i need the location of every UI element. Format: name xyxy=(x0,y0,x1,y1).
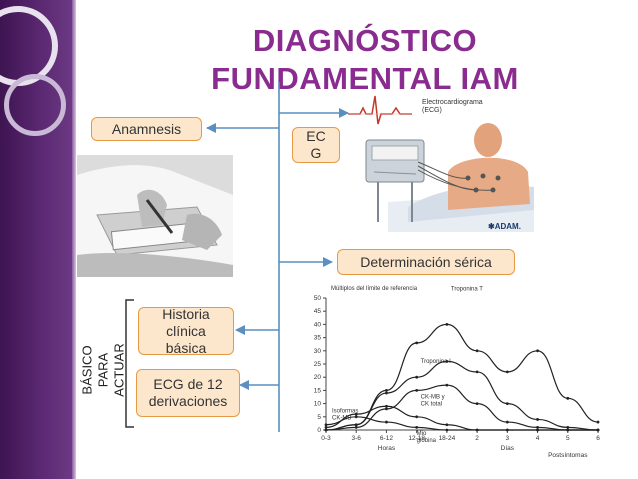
data-point xyxy=(566,396,570,400)
grouping-bracket xyxy=(125,299,134,428)
data-point xyxy=(475,370,479,374)
y-tick-label: 25 xyxy=(314,361,322,368)
data-point xyxy=(566,425,570,429)
data-point xyxy=(445,428,449,432)
series-line-0 xyxy=(325,323,599,431)
x-label-postsintomas: Postsíntomas xyxy=(548,452,588,459)
y-tick-label: 35 xyxy=(314,335,322,342)
data-point xyxy=(566,428,570,432)
data-point xyxy=(415,425,419,429)
data-point xyxy=(536,425,539,429)
data-point xyxy=(415,375,419,379)
data-point xyxy=(445,383,449,387)
data-point xyxy=(385,389,388,392)
y-tick-label: 20 xyxy=(314,374,322,381)
data-point xyxy=(324,423,328,427)
x-tick-label: 0-3 xyxy=(321,435,331,442)
data-point xyxy=(385,420,388,424)
adam-brand: ✱ADAM. xyxy=(488,222,521,231)
data-point xyxy=(415,415,419,419)
data-point xyxy=(475,402,479,405)
data-point xyxy=(505,402,509,405)
data-point xyxy=(354,423,358,427)
x-tick-label: 6-12 xyxy=(380,435,393,442)
data-point xyxy=(324,425,328,429)
series-line-1 xyxy=(325,360,599,431)
decorative-ring xyxy=(4,74,66,136)
chart-title: Múltiplos del límite de referencia xyxy=(331,286,418,292)
data-point xyxy=(505,428,509,432)
slide-title: DIAGNÓSTICO FUNDAMENTAL IAM xyxy=(185,22,545,98)
x-tick-label: 12-18 xyxy=(408,435,425,442)
data-point xyxy=(445,359,449,363)
y-tick-label: 45 xyxy=(314,308,322,315)
y-tick-label: 0 xyxy=(317,427,321,434)
ecg-illustration-art: Electrocardiograma (ECG) ✱ADAM. xyxy=(348,95,534,232)
x-label-days: Días xyxy=(501,445,515,452)
x-tick-label: 3 xyxy=(506,435,510,442)
y-tick-label: 50 xyxy=(314,295,322,302)
ecg-caption-2: (ECG) xyxy=(422,107,442,114)
ecg-trace xyxy=(348,95,412,125)
data-point xyxy=(536,418,539,421)
data-point xyxy=(596,428,600,432)
series-label: CK-MB xyxy=(332,416,351,422)
data-point xyxy=(415,341,419,345)
determinacion-box: Determinación sérica xyxy=(337,249,515,275)
series-line-4 xyxy=(325,416,598,431)
x-tick-label: 6 xyxy=(596,435,600,442)
series-label: CK-MB y xyxy=(421,394,445,400)
y-tick-label: 30 xyxy=(314,348,322,355)
data-point xyxy=(385,391,388,395)
data-point xyxy=(324,428,328,432)
ecg-patient-illustration: Electrocardiograma (ECG) ✱ADAM. xyxy=(348,92,534,232)
data-point xyxy=(385,404,388,408)
x-tick-label: 2 xyxy=(475,435,479,442)
data-point xyxy=(505,370,509,374)
y-tick-label: 15 xyxy=(314,387,322,394)
data-point xyxy=(475,428,479,432)
data-point xyxy=(385,407,388,411)
data-point xyxy=(445,423,449,427)
data-point xyxy=(475,349,479,353)
doctor-writing-illustration xyxy=(77,155,233,277)
y-tick-label: 10 xyxy=(314,401,322,408)
data-point xyxy=(354,425,358,429)
x-label-hours: Horas xyxy=(378,445,396,452)
data-point xyxy=(415,389,419,392)
series-label: globina xyxy=(417,438,437,444)
ecg12-box: ECG de 12 derivaciones xyxy=(136,369,240,417)
x-tick-label: 3-6 xyxy=(352,435,362,442)
data-point xyxy=(354,412,358,416)
anamnesis-box: Anamnesis xyxy=(91,117,202,141)
y-tick-label: 5 xyxy=(317,414,321,421)
y-tick-label: 40 xyxy=(314,321,322,328)
ecg-caption-1: Electrocardiograma xyxy=(422,99,483,106)
series-label: Isoformas xyxy=(332,409,358,415)
x-tick-label: 18-24 xyxy=(439,435,456,442)
data-point xyxy=(445,323,449,326)
data-point xyxy=(536,349,539,353)
decorative-band-edge xyxy=(72,0,76,479)
title-line-1: DIAGNÓSTICO xyxy=(252,23,478,58)
x-tick-label: 5 xyxy=(566,435,570,442)
data-point xyxy=(354,415,358,419)
data-point xyxy=(505,420,509,424)
historia-box: Historia clínica básica xyxy=(138,306,234,356)
ecg-box: EC G xyxy=(292,127,340,163)
series-label: Troponina I xyxy=(421,359,451,365)
series-label: Mio xyxy=(417,431,427,437)
x-tick-label: 4 xyxy=(536,435,540,442)
data-point xyxy=(596,420,600,424)
series-line-2 xyxy=(325,384,598,431)
doctor-writing-photo xyxy=(77,155,233,277)
data-point xyxy=(536,428,539,432)
series-label: CK total xyxy=(421,401,442,407)
title-line-2: FUNDAMENTAL IAM xyxy=(211,61,519,96)
series-label: Troponina T xyxy=(451,286,483,292)
